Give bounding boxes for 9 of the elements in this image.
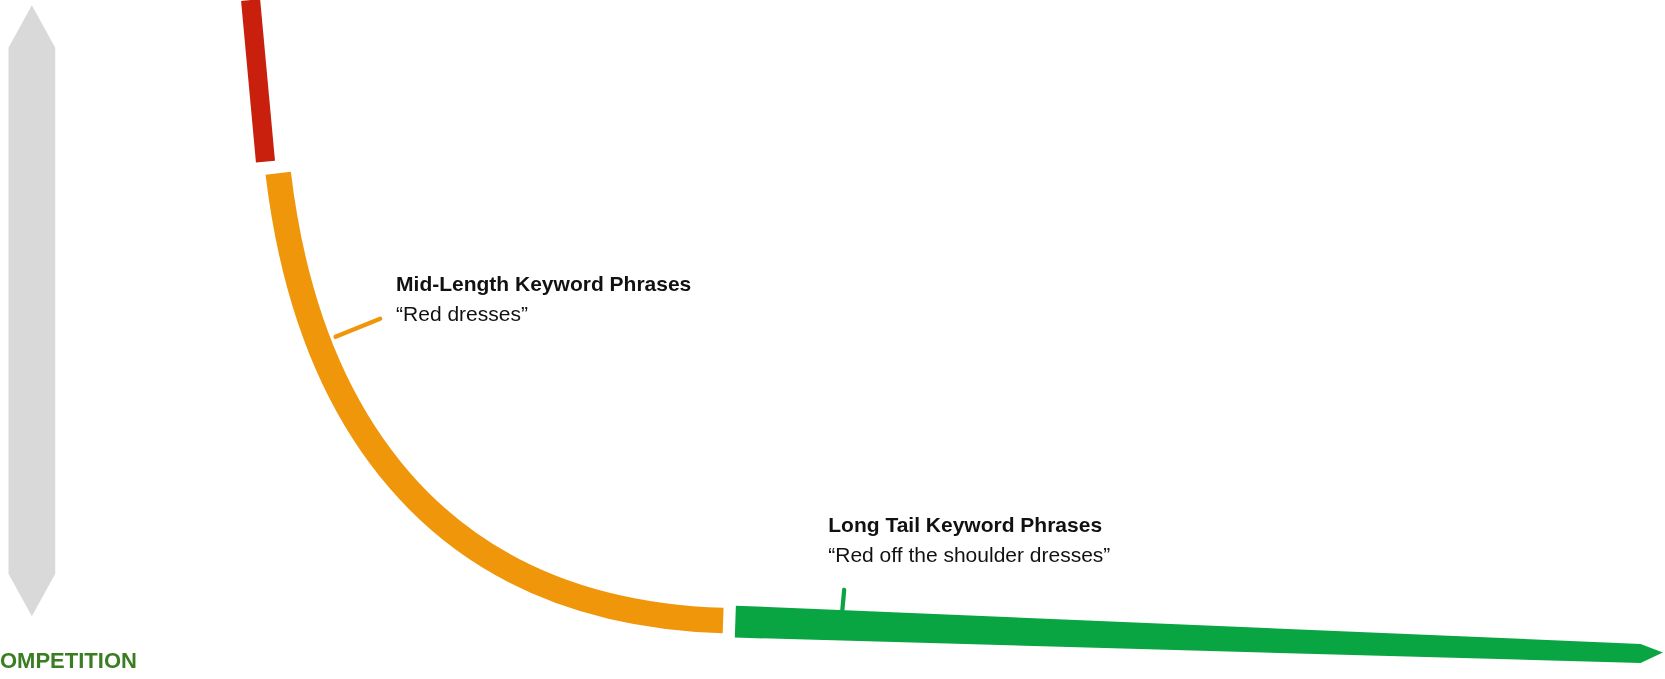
example-phrase: “Red dresses” xyxy=(396,300,529,327)
curve-segment xyxy=(241,0,275,163)
keyword-heading: Long Tail Keyword Phrases xyxy=(828,511,1104,538)
axis-label: OMPETITION xyxy=(0,648,137,674)
example-phrase: “Red off the shoulder dresses” xyxy=(828,541,1111,568)
keyword-heading: Mid-Length Keyword Phrases xyxy=(396,270,692,297)
curve-segment xyxy=(734,605,1663,664)
curve-segment xyxy=(265,171,725,634)
leader-line xyxy=(333,316,383,339)
